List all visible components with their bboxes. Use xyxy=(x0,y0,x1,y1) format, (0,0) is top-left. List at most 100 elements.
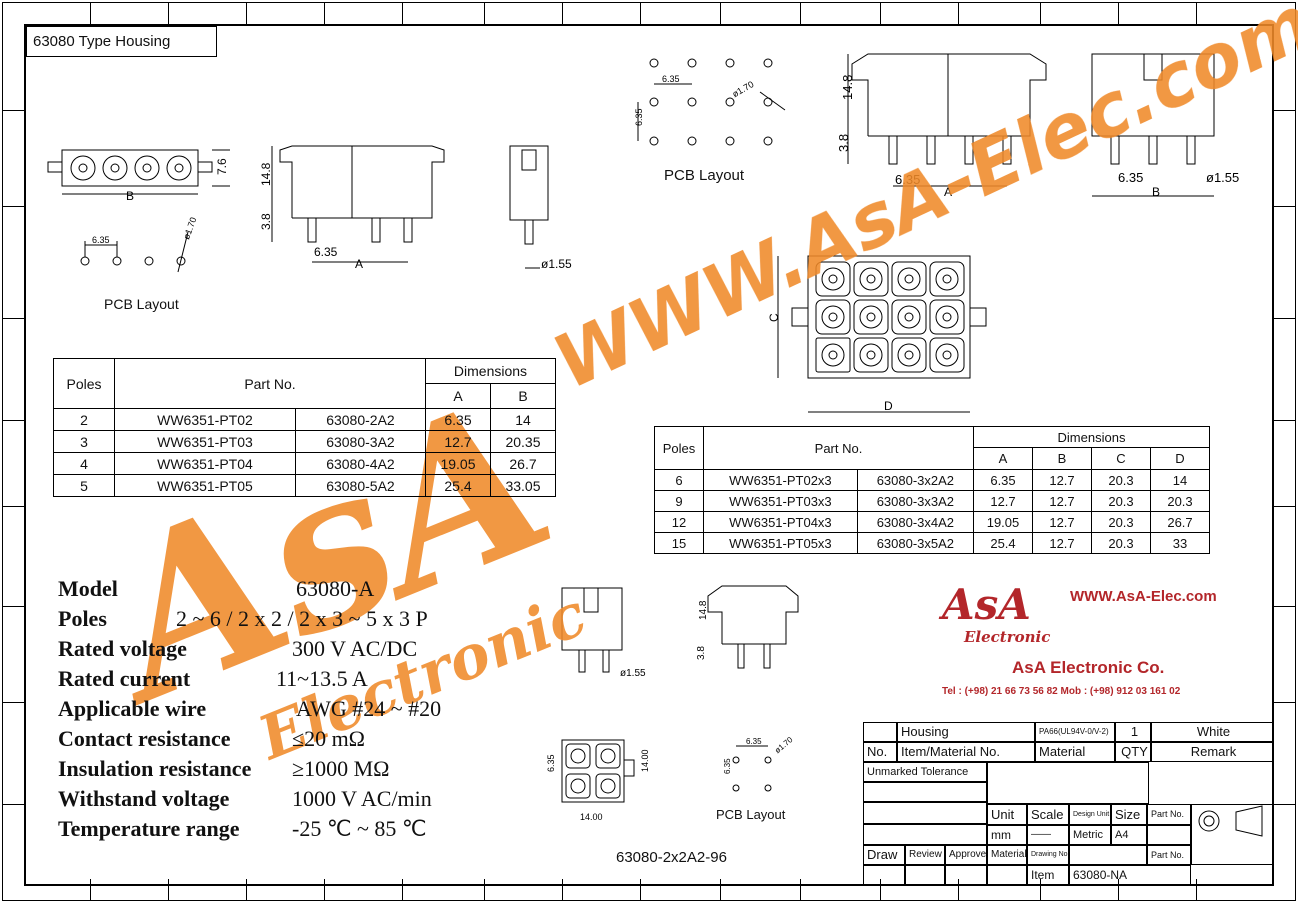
end-view-3row xyxy=(1091,53,1215,197)
cell-poles: 12 xyxy=(654,511,704,533)
cell-ww: WW6351-PT05 xyxy=(114,474,296,497)
cavity-pin xyxy=(828,350,838,360)
title-block-cell xyxy=(863,865,905,885)
spec-value: ≥1000 MΩ xyxy=(292,756,390,781)
cavity xyxy=(891,261,927,297)
title-block-cell: Item/Material No. xyxy=(897,742,1035,762)
dim-label: 6.35 xyxy=(92,235,110,245)
front-view-3x4 xyxy=(777,255,987,413)
cell-part: 63080-3A2 xyxy=(294,430,427,453)
company-block: AsA Electronic WWW.AsA-Elec.com AsA Elec… xyxy=(942,584,1232,704)
cavity-pin xyxy=(866,350,876,360)
frame-tick xyxy=(90,2,91,24)
frame-tick xyxy=(1274,606,1296,607)
dim-label: 14.8 xyxy=(698,600,709,620)
cell-d: 14 xyxy=(1150,469,1210,491)
title-block-cell: Part No. xyxy=(1147,845,1191,865)
cavity-terminal xyxy=(821,267,845,291)
dim-label: 6.35 xyxy=(746,737,762,746)
cell-b: 12.7 xyxy=(1032,511,1092,533)
frame-tick xyxy=(800,2,801,24)
th-b: B xyxy=(1032,447,1092,470)
frame-tick xyxy=(720,879,721,901)
title-block-cell: Part No. xyxy=(1147,804,1191,825)
title-block-cell: 63080-NA xyxy=(1069,865,1191,885)
cavity xyxy=(929,299,965,335)
side-view-2x2 xyxy=(707,585,799,669)
frame-tick xyxy=(402,879,403,901)
cell-part: 63080-3x3A2 xyxy=(856,490,975,512)
cell-b: 33.05 xyxy=(490,474,556,497)
cavity-terminal xyxy=(859,343,883,367)
title-block-cell: A4 xyxy=(1111,825,1147,845)
cell-c: 20.3 xyxy=(1091,490,1151,512)
th-poles: Poles xyxy=(654,426,704,470)
company-url: WWW.AsA-Elec.com xyxy=(1070,588,1217,605)
cavity-pin xyxy=(904,312,914,322)
cell-ww: WW6351-PT05x3 xyxy=(703,532,858,554)
title-block-cell: 1 xyxy=(1115,722,1151,742)
dim-label: C xyxy=(767,313,781,322)
title-block-cell: White xyxy=(1151,722,1273,742)
frame-tick xyxy=(1274,110,1296,111)
cavity xyxy=(891,337,927,373)
th-part-no: Part No. xyxy=(114,358,426,409)
cell-part: 63080-5A2 xyxy=(294,474,427,497)
spec-value: ≤20 mΩ xyxy=(292,726,366,751)
frame-tick xyxy=(2,606,24,607)
th-d: D xyxy=(1150,447,1210,470)
th-c: C xyxy=(1091,447,1151,470)
cell-a: 25.4 xyxy=(425,474,491,497)
frame-tick xyxy=(1196,879,1197,901)
dim-label: ø1.70 xyxy=(731,79,756,99)
title-block-cell xyxy=(863,802,987,824)
cell-ww: WW6351-PT04 xyxy=(114,452,296,475)
title-block-cell xyxy=(987,865,1027,885)
cell-b: 12.7 xyxy=(1032,490,1092,512)
cell-d: 20.3 xyxy=(1150,490,1210,512)
dim-label: ø1.55 xyxy=(1206,170,1239,185)
frame-tick xyxy=(1274,804,1296,805)
front-view-2x2 xyxy=(561,739,635,803)
dim-label: 6.35 xyxy=(662,74,680,84)
cell-b: 26.7 xyxy=(490,452,556,475)
title-block-cell: No. xyxy=(863,742,897,762)
title-block-cell: Drawing No. xyxy=(1027,845,1069,865)
title-block-cell: Review xyxy=(905,845,945,865)
dim-label: 6.35 xyxy=(314,245,338,259)
side-view-housing xyxy=(271,145,445,263)
cavity xyxy=(929,261,965,297)
dim-label: 6.35 xyxy=(723,758,732,774)
dim-label: ø1.70 xyxy=(181,216,198,241)
company-name: AsA Electronic Co. xyxy=(1012,658,1165,677)
title-block-cell xyxy=(863,782,987,802)
cell-part: 63080-4A2 xyxy=(294,452,427,475)
frame-tick xyxy=(2,506,24,507)
cell-d: 26.7 xyxy=(1150,511,1210,533)
dim-label: B xyxy=(126,189,134,203)
cavity-pin xyxy=(828,274,838,284)
spec-value: 63080-A xyxy=(296,576,375,601)
cell-b: 14 xyxy=(490,408,556,431)
title-block-cell: mm xyxy=(987,825,1027,845)
frame-tick xyxy=(168,2,169,24)
frame-tick xyxy=(562,879,563,901)
frame-tick xyxy=(958,879,959,901)
frame-tick xyxy=(800,879,801,901)
cavity-pin xyxy=(866,274,876,284)
spec-value: 2 ~ 6 / 2 x 2 / 2 x 3 ~ 5 x 3 P xyxy=(176,606,428,631)
cell-d: 33 xyxy=(1150,532,1210,554)
pcb-layout-large xyxy=(637,58,786,146)
title-block-cell: Design Unit xyxy=(1069,804,1111,825)
frame-tick xyxy=(562,2,563,24)
spec-row: Temperature range-25 ℃ ~ 85 ℃ xyxy=(58,816,578,844)
title-block-cell: Size xyxy=(1111,804,1147,825)
frame-tick xyxy=(1274,506,1296,507)
end-view-housing xyxy=(509,145,549,269)
title-block-cell xyxy=(945,865,987,885)
cavity-terminal xyxy=(897,343,921,367)
